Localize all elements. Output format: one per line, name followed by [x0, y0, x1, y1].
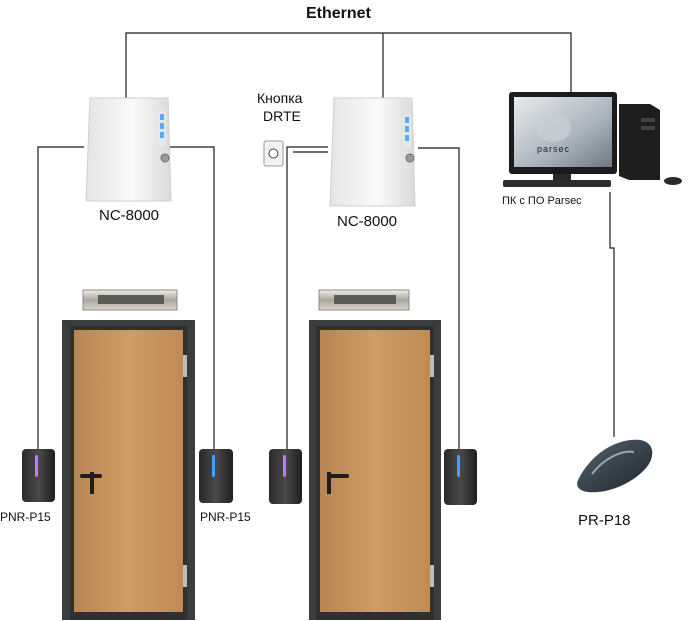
wire-desktop-reader: [609, 192, 615, 437]
reader-led: [283, 455, 286, 477]
magnetic-lock-2: [318, 289, 410, 311]
door-leaf: [74, 330, 183, 612]
door-hinge: [183, 355, 187, 377]
mag-lock-core: [98, 295, 164, 304]
door-hinge: [183, 565, 187, 587]
controller-1-label: NC-8000: [99, 207, 160, 224]
controller-lock-icon: [160, 153, 170, 163]
mag-lock-core: [334, 295, 396, 304]
controller-led: [405, 135, 409, 141]
screen-graphic: [535, 114, 571, 142]
wire-reader-right-2: [418, 147, 460, 449]
reader-pnr-p15-1b: [199, 449, 233, 503]
exit-button-label-line1: Кнопка: [257, 90, 303, 106]
controller-led: [405, 126, 409, 132]
reader-body: [22, 449, 55, 502]
reader-led: [212, 455, 215, 477]
controller-led: [160, 123, 164, 129]
reader-pnr-p15-2a: [269, 449, 302, 504]
pc-tower: [619, 104, 660, 180]
door-2: [309, 320, 441, 620]
door-handle-plate: [90, 472, 94, 494]
desktop-reader-pr-p18: [577, 439, 653, 493]
reader-1-label: PNR-P15: [0, 510, 51, 524]
magnetic-lock-1: [82, 289, 178, 311]
mouse-icon: [664, 177, 682, 185]
wiring: [37, 32, 615, 449]
screen-brand: parsec: [537, 144, 570, 154]
ethernet-bus: [125, 32, 572, 98]
reader-led: [35, 455, 38, 477]
controller-led: [160, 114, 164, 120]
ethernet-label: Ethernet: [306, 5, 371, 22]
wire-reader-left-2: [286, 146, 328, 449]
reader-led: [457, 455, 460, 477]
door-handle-plate: [327, 472, 331, 494]
reader-2-label: PNR-P15: [200, 510, 251, 524]
door-handle: [327, 474, 349, 478]
door-hinge: [430, 565, 434, 587]
exit-button-label-line2: DRTE: [263, 108, 301, 124]
desktop-reader-body: [577, 439, 653, 493]
monitor-stand: [553, 174, 571, 180]
reader-body: [444, 449, 477, 505]
door-1: [62, 320, 195, 620]
door-handle: [80, 474, 102, 478]
controller-nc8000-2: [329, 97, 416, 207]
wire-reader-right-1: [170, 146, 215, 449]
pc-tower-bay: [641, 118, 655, 122]
reader-body: [199, 449, 233, 503]
door-leaf: [320, 330, 430, 612]
desktop-reader-top: [591, 450, 635, 475]
exit-button-icon: [268, 148, 279, 159]
door-hinge: [430, 355, 434, 377]
controller-2-label: NC-8000: [337, 213, 398, 230]
keyboard: [503, 180, 611, 187]
wire-reader-left-1: [37, 146, 84, 449]
exit-button-device: [263, 140, 284, 167]
reader-pnr-p15-2b: [444, 449, 477, 505]
pc-tower-bay: [641, 126, 655, 130]
controller-housing: [85, 97, 172, 202]
controller-nc8000-1: [85, 97, 172, 202]
controller-led: [405, 117, 409, 123]
controller-lock-icon: [405, 153, 415, 163]
workstation-label: ПК с ПО Parsec: [502, 195, 582, 207]
controller-housing: [329, 97, 416, 207]
reader-pnr-p15-1a: [22, 449, 55, 502]
workstation-pc: parsec: [503, 92, 682, 187]
controller-led: [160, 132, 164, 138]
desktop-reader-label: PR-P18: [578, 512, 631, 529]
